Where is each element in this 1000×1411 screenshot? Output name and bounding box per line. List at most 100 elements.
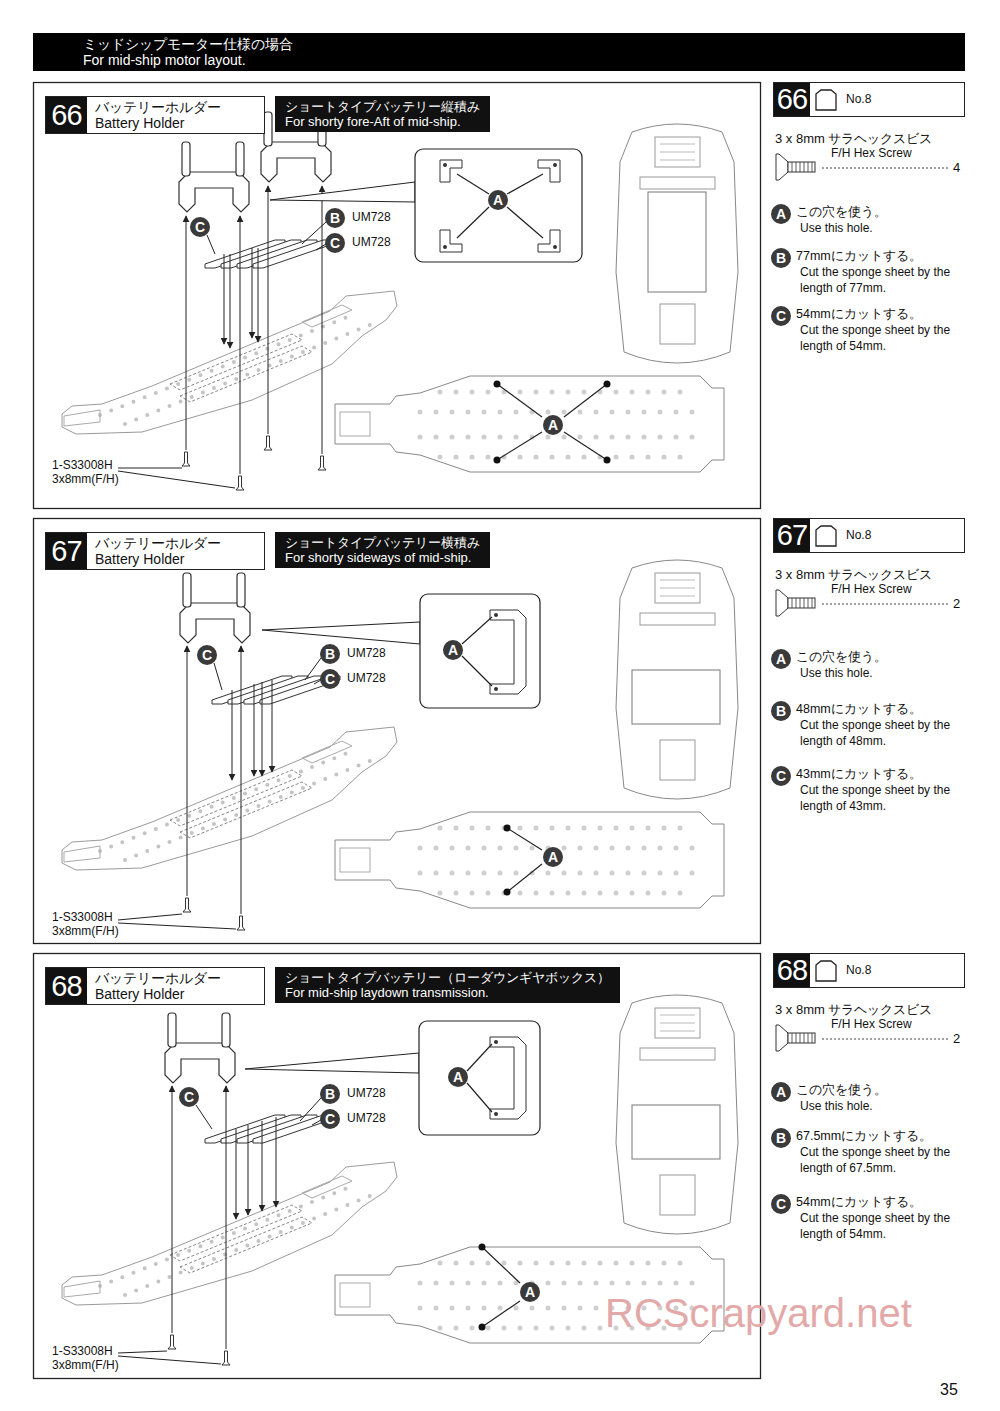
note: 48mmにカットする。 [796, 702, 922, 717]
step-panel [270, 182, 415, 202]
title-line: ショートタイプバッテリー横積み [285, 535, 480, 550]
step-panel [616, 995, 738, 1234]
watermark: RCScrapyard.net [605, 1290, 912, 1336]
step-panel [507, 864, 542, 892]
step-panel [457, 174, 489, 194]
step-panel [302, 222, 326, 244]
callout-circle: C [771, 766, 791, 786]
callout-letter: B [320, 644, 340, 664]
bag-number: No.8 [846, 92, 871, 106]
step-panel [616, 124, 738, 363]
title-line: ミッドシップモーター仕様の場合 [83, 36, 965, 52]
callout-circle: A [448, 1067, 468, 1087]
step-panel [300, 1098, 321, 1121]
callout-circle: A [443, 640, 463, 660]
step-number: 66 [774, 83, 810, 116]
step-panel [305, 658, 321, 680]
step-panel [335, 812, 724, 908]
callout-letter: B [771, 248, 791, 268]
step-panel [482, 1247, 520, 1283]
step-panel [230, 254, 231, 348]
step-panel [236, 1129, 237, 1219]
step-title: Battery Holder [95, 986, 221, 1002]
note: Use this hole. [800, 220, 965, 236]
step-panel [462, 617, 542, 892]
parts-name: F/H Hex Screw [831, 146, 912, 160]
step-subtitle-box: ショートタイプバッテリー（ローダウンギヤボックス）For mid-ship la… [275, 967, 620, 1003]
step-panel [34, 83, 949, 509]
step-panel [420, 594, 540, 708]
title-line: For shorty fore-Aft of mid-ship. [285, 114, 480, 129]
callout-circle: C [325, 233, 345, 253]
step-title-box: 67バッテリーホルダーBattery Holder [45, 532, 265, 570]
callout-letter: C [179, 1087, 199, 1107]
callout-circle: C [320, 1109, 340, 1129]
step-panel [264, 436, 272, 450]
step-panel [207, 235, 215, 254]
screw-code: 1-S33008H [52, 458, 113, 472]
callout-circle: B [320, 1084, 340, 1104]
step-panel [479, 1244, 486, 1251]
step-panel [118, 658, 321, 929]
header-band: ミッドシップモーター仕様の場合For mid-ship motor layout… [33, 33, 965, 71]
callout-circle: A [771, 649, 791, 669]
callout-letter: A [448, 1067, 468, 1087]
note: Use this hole. [800, 1098, 965, 1114]
screw-code: 1-S33008H [52, 1344, 113, 1358]
step-panel [415, 149, 582, 262]
title-line: For shorty sideways of mid-ship. [285, 550, 480, 565]
callout-letter: A [488, 190, 508, 210]
callout-letter: C [771, 766, 791, 786]
step-title: バッテリーホルダー [95, 99, 221, 115]
step-subtitle-box: ショートタイプバッテリー横積みFor shorty sideways of mi… [275, 532, 490, 568]
step-panel [254, 684, 255, 776]
step-panel [276, 1117, 277, 1207]
step-panel [443, 163, 447, 167]
step-panel [268, 186, 269, 434]
note: Use this hole. [800, 665, 965, 681]
screw-size: 3x8mm(F/H) [52, 924, 119, 938]
callout-letter: B [771, 1128, 791, 1148]
callout-letter: C [771, 306, 791, 326]
step-panel [490, 1037, 526, 1119]
step-title-box: 68バッテリーホルダーBattery Holder [45, 967, 265, 1005]
callout-circle: C [771, 306, 791, 326]
step-panel [245, 1053, 419, 1073]
title-stack: バッテリーホルダーBattery Holder [87, 97, 229, 133]
step-panel [494, 613, 498, 691]
step-panel [186, 216, 187, 450]
step-panel [482, 1301, 520, 1327]
callout-circle: B [320, 644, 340, 664]
step-title-box: 66バッテリーホルダーBattery Holder [45, 96, 265, 134]
parts-name: 3 x 8mm サラヘックスビス [775, 1002, 932, 1017]
callout-circle: C [190, 217, 210, 237]
step-panel [222, 1351, 230, 1365]
callout-circle: C [771, 1194, 791, 1214]
parts-header-box: 67No.8 [773, 518, 965, 553]
step-panel [616, 560, 738, 799]
title-stack: No.8 [846, 528, 871, 542]
step-panel [443, 245, 447, 249]
title-stack: No.8 [846, 963, 871, 977]
step-panel [318, 456, 326, 470]
step-panel [553, 163, 557, 167]
step-panel [262, 1121, 263, 1211]
step-panel [224, 254, 225, 344]
step-panel [497, 384, 542, 417]
step-panel [507, 828, 542, 850]
step-panel [252, 248, 253, 338]
step-panel [186, 186, 322, 474]
step-panel [494, 1040, 498, 1116]
step-panel [604, 381, 611, 388]
callout-circle: A [488, 190, 508, 210]
step-panel [232, 690, 233, 780]
step-panel [494, 381, 611, 464]
step-panel [538, 160, 560, 182]
step-panel [179, 142, 249, 212]
step-panel [467, 1044, 520, 1327]
part-code: UM728 [347, 671, 386, 685]
step-panel [504, 825, 511, 832]
parts-name: 3 x 8mm サラヘックスビス [775, 567, 932, 582]
part-code: UM728 [347, 1086, 386, 1100]
